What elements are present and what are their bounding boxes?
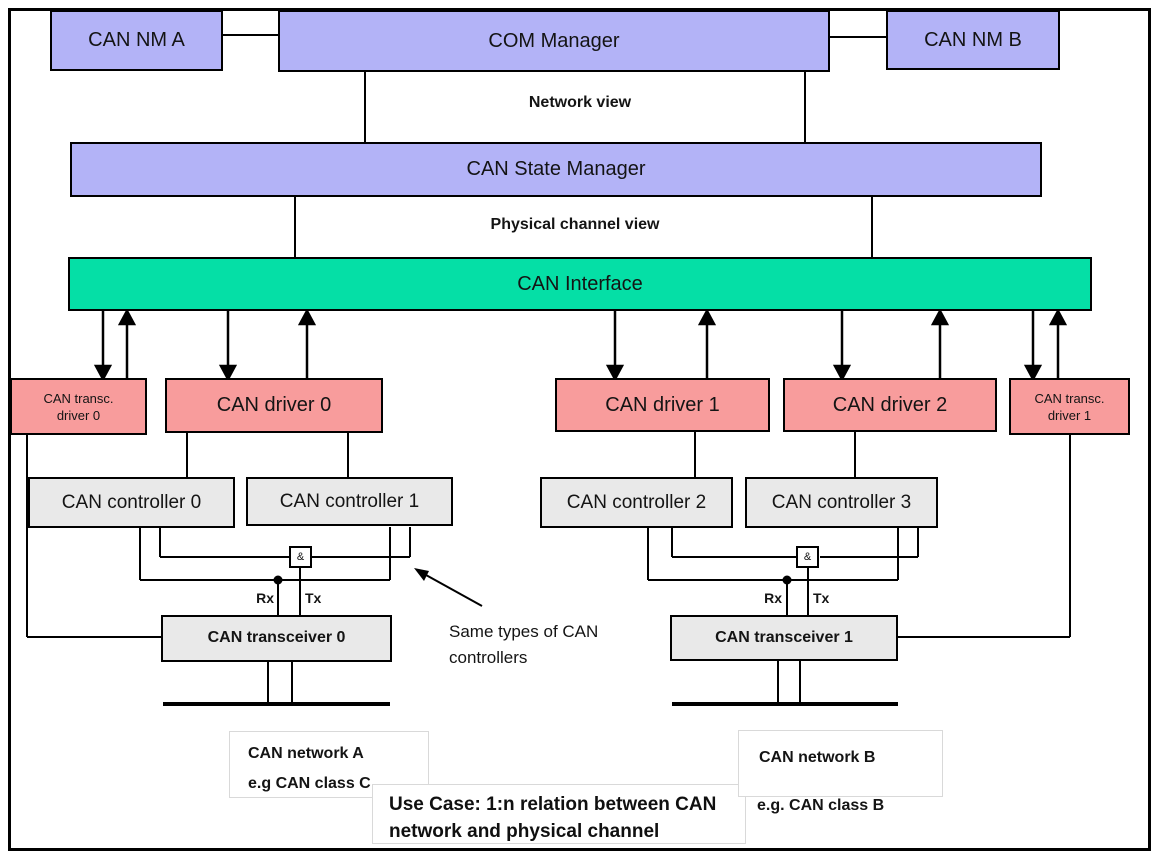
- box-label: CAN controller 0: [61, 491, 202, 513]
- connector-lines: [26, 34, 1071, 704]
- box-label: CAN transceiver 0: [207, 629, 346, 647]
- box-can-driver-1: CAN driver 1: [555, 378, 770, 432]
- tx-label-right: Tx: [813, 590, 830, 606]
- network-b-note: CAN network B: [738, 730, 943, 797]
- box-com-manager: COM Manager: [278, 10, 830, 72]
- use-case-note: Use Case: 1:n relation between CAN netwo…: [372, 784, 746, 844]
- network-view-label: Network view: [528, 94, 632, 111]
- and-gate-label: &: [803, 551, 812, 563]
- rx-label-right: Rx: [764, 590, 782, 606]
- network-a-line2: e.g CAN class C: [248, 775, 371, 792]
- annotation-arrow-icon: [414, 568, 483, 607]
- and-gate-left: &: [289, 546, 312, 568]
- box-can-state-manager: CAN State Manager: [70, 142, 1042, 197]
- use-case-line1: Use Case: 1:n relation between CAN: [389, 794, 717, 815]
- box-can-nm-b: CAN NM B: [886, 10, 1060, 70]
- box-label: CAN Interface: [517, 272, 643, 295]
- box-label: CAN transceiver 1: [715, 628, 853, 646]
- box-label: CAN NM B: [924, 28, 1022, 51]
- box-can-nm-a: CAN NM A: [50, 10, 223, 71]
- box-label-line1: CAN transc.: [43, 390, 114, 406]
- box-can-controller-1: CAN controller 1: [246, 477, 453, 526]
- box-label: CAN driver 1: [605, 393, 720, 416]
- box-label-line2: driver 1: [1047, 407, 1092, 423]
- box-can-transceiver-0: CAN transceiver 0: [161, 615, 392, 662]
- box-can-transc-driver-1: CAN transc. driver 1: [1009, 378, 1130, 435]
- interface-arrows: [93, 308, 1068, 382]
- physical-channel-view-label: Physical channel view: [490, 216, 660, 233]
- box-label: CAN controller 3: [771, 491, 912, 513]
- box-label: CAN driver 2: [832, 393, 948, 416]
- box-can-interface: CAN Interface: [68, 257, 1092, 311]
- box-label: CAN controller 2: [566, 491, 707, 513]
- box-label: CAN State Manager: [466, 158, 646, 180]
- same-types-annotation: Same types of CAN controllers: [449, 619, 679, 671]
- network-b-title: CAN network B: [759, 749, 876, 766]
- box-label-line1: CAN transc.: [1034, 390, 1105, 406]
- box-can-controller-0: CAN controller 0: [28, 477, 235, 528]
- box-can-transc-driver-0: CAN transc. driver 0: [10, 378, 147, 435]
- box-can-controller-3: CAN controller 3: [745, 477, 938, 528]
- rx-label-left: Rx: [256, 590, 274, 606]
- box-label: CAN driver 0: [216, 394, 332, 416]
- junction-dots: [273, 575, 792, 585]
- box-can-driver-2: CAN driver 2: [783, 378, 997, 432]
- network-a-line1: CAN network A: [248, 745, 364, 762]
- tx-label-left: Tx: [305, 590, 322, 606]
- box-label-line2: driver 0: [56, 407, 101, 423]
- box-can-transceiver-1: CAN transceiver 1: [670, 615, 898, 661]
- box-label: COM Manager: [488, 29, 620, 52]
- box-can-driver-0: CAN driver 0: [165, 378, 383, 433]
- annotation-line2: controllers: [449, 648, 528, 667]
- box-label: CAN controller 1: [279, 490, 420, 512]
- box-can-controller-2: CAN controller 2: [540, 477, 733, 528]
- and-gate-right: &: [796, 546, 819, 568]
- diagram-border: [8, 8, 1151, 851]
- annotation-line1: Same types of CAN: [449, 622, 599, 641]
- network-b-class-label: e.g. CAN class B: [757, 797, 885, 814]
- box-label: CAN NM A: [88, 29, 185, 51]
- and-gate-label: &: [296, 551, 305, 563]
- use-case-line2: network and physical channel: [389, 821, 660, 842]
